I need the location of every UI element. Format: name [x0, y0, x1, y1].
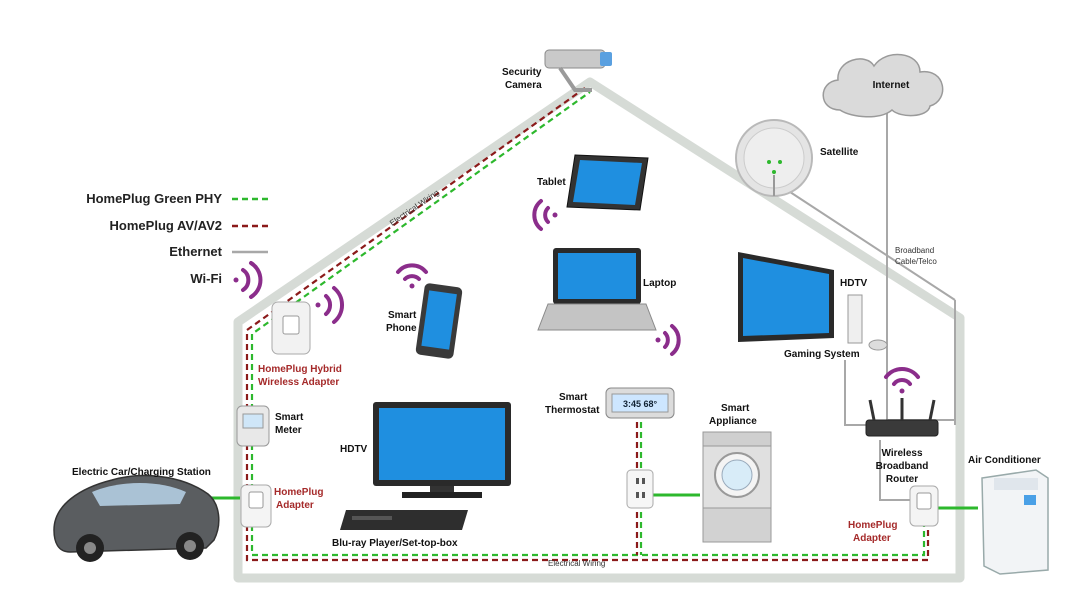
smart-appliance-icon: Smart Appliance — [702, 403, 772, 543]
homeplug-adapter-left-icon: HomePlug Adapter — [240, 484, 323, 528]
gaming-system-label: Gaming System — [784, 349, 860, 360]
smart-phone-icon: Smart Phone — [386, 263, 463, 359]
legend-wifi-icon — [233, 261, 263, 299]
laptop-label: Laptop — [643, 278, 676, 289]
svg-text:Wireless: Wireless — [881, 448, 922, 459]
internet-label: Internet — [873, 80, 910, 91]
homeplug-adapter-right-icon: HomePlug Adapter — [848, 485, 939, 544]
air-conditioner-icon: Air Conditioner — [968, 455, 1049, 575]
wall-outlet-icon — [626, 469, 654, 509]
tablet-label: Tablet — [537, 177, 566, 188]
bluray-player-icon: Blu-ray Player/Set-top-box — [332, 510, 468, 549]
svg-text:Smart: Smart — [275, 412, 304, 423]
svg-text:Broadband: Broadband — [895, 246, 934, 255]
security-camera-icon: Security Camera — [502, 49, 612, 92]
svg-text:HomePlug Hybrid: HomePlug Hybrid — [258, 364, 342, 375]
smart-meter-icon: Smart Meter — [236, 405, 304, 447]
electrical-wiring — [245, 87, 930, 562]
satellite-label: Satellite — [820, 147, 859, 158]
router-icon: Wireless Broadband Router — [865, 367, 939, 485]
air-conditioner-label: Air Conditioner — [968, 455, 1041, 466]
internet-cloud-icon: Internet — [822, 53, 944, 118]
svg-text:Wireless Adapter: Wireless Adapter — [258, 377, 339, 388]
electric-car-icon: Electric Car/Charging Station — [53, 467, 220, 562]
broadband-label: Broadband Cable/Telco — [895, 246, 937, 266]
svg-text:Smart: Smart — [721, 403, 750, 414]
svg-text:Router: Router — [886, 474, 918, 485]
tablet-icon: Tablet — [532, 154, 649, 231]
svg-text:HomePlug: HomePlug — [274, 487, 323, 498]
bluray-label: Blu-ray Player/Set-top-box — [332, 538, 458, 549]
hdtv-upper-label: HDTV — [840, 278, 868, 289]
hdtv-upper-icon: HDTV — [738, 252, 868, 342]
svg-text:Smart: Smart — [559, 392, 588, 403]
smart-thermostat-icon: 3:45 68° Smart Thermostat — [545, 387, 675, 419]
svg-text:Phone: Phone — [386, 323, 417, 334]
svg-text:Meter: Meter — [275, 425, 302, 436]
electrical-wiring-roof-label: Electrical Wiring — [388, 188, 441, 228]
hdtv-lower-label: HDTV — [340, 444, 368, 455]
svg-text:Smart: Smart — [388, 310, 417, 321]
svg-text:Appliance: Appliance — [709, 416, 757, 427]
legend-wifi-label: Wi-Fi — [190, 271, 222, 286]
gaming-system-icon: Gaming System — [784, 294, 888, 360]
laptop-icon: Laptop — [537, 248, 681, 356]
svg-text:Security: Security — [502, 67, 542, 78]
svg-text:Thermostat: Thermostat — [545, 405, 600, 416]
legend-ethernet-label: Ethernet — [169, 244, 222, 259]
legend-green-phy-label: HomePlug Green PHY — [86, 191, 222, 206]
satellite-dish-icon: Satellite — [735, 119, 859, 197]
hybrid-adapter-icon: HomePlug Hybrid Wireless Adapter — [258, 286, 345, 388]
legend: HomePlug Green PHY HomePlug AV/AV2 Ether… — [86, 191, 268, 299]
thermostat-display: 3:45 68° — [623, 399, 658, 409]
svg-text:Adapter: Adapter — [276, 500, 314, 511]
electric-car-label: Electric Car/Charging Station — [72, 467, 211, 478]
svg-text:Broadband: Broadband — [876, 461, 929, 472]
hdtv-lower-icon: HDTV — [340, 402, 511, 498]
legend-av-label: HomePlug AV/AV2 — [110, 218, 222, 233]
house-outline — [233, 77, 965, 583]
svg-text:Cable/Telco: Cable/Telco — [895, 257, 937, 266]
electrical-wiring-floor-label: Electrical Wiring — [548, 559, 605, 568]
svg-text:Camera: Camera — [505, 80, 542, 91]
svg-text:HomePlug: HomePlug — [848, 520, 897, 531]
svg-text:Adapter: Adapter — [853, 533, 891, 544]
